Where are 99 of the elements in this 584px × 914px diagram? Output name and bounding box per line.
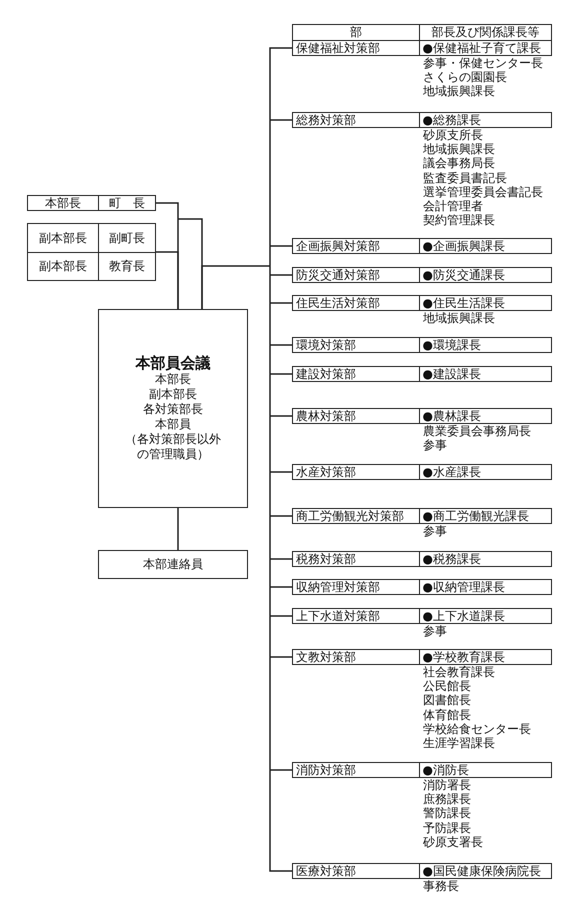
post-title: 教育長 [108, 260, 145, 273]
column-heading: 部長及び関係課長等 [431, 26, 540, 39]
department-name: 水産対策部 [296, 466, 356, 478]
staff-title: 地域振興課長 [423, 142, 495, 156]
meeting-title: 本部員会議 [136, 355, 210, 372]
department-row [292, 464, 552, 480]
department-row [292, 551, 552, 567]
member-title: 各対策部長 [143, 402, 203, 417]
department-name: 総務対策部 [296, 114, 356, 126]
department-name: 商工労働観光対策部 [296, 510, 404, 522]
liaison-title: 本部連絡員 [143, 557, 203, 572]
department-row [292, 112, 552, 128]
member-title: （各対策部長以外の管理職員） [124, 432, 222, 462]
staff-title: 砂原支所長 [423, 128, 483, 142]
chief-title: ●水産課長 [422, 466, 481, 478]
department-name: 上下水道対策部 [296, 610, 380, 622]
staff-title: 公民館長 [423, 679, 471, 694]
chief-title: ●農林課長 [422, 410, 481, 422]
department-row [292, 508, 552, 524]
department-name: 消防対策部 [296, 764, 356, 776]
chief-title: ●保健福祉子育て課長 [422, 42, 541, 54]
role-title: 副本部長 [38, 232, 87, 244]
chief-title: ●国民健康保険病院長 [422, 864, 541, 878]
department-name: 収納管理対策部 [296, 580, 380, 594]
department-name: 建設対策部 [296, 368, 356, 380]
department-name: 保健福祉対策部 [296, 42, 380, 54]
chief-title: ●防災交通課長 [422, 268, 505, 282]
department-name: 防災交通対策部 [296, 268, 380, 282]
role-title: 副本部長 [38, 260, 87, 273]
member-title: 本部長 [155, 372, 191, 387]
staff-title: 地域振興課長 [423, 84, 495, 98]
chief-title: ●環境課長 [422, 338, 481, 352]
chief-title: ●税務課長 [422, 552, 481, 566]
department-name: 住民生活対策部 [296, 296, 380, 310]
department-row [292, 863, 552, 879]
department-row [292, 295, 552, 311]
department-row [292, 408, 552, 424]
department-row [292, 40, 552, 56]
staff-title: 事務長 [423, 879, 459, 893]
chief-title: ●収納管理課長 [422, 580, 505, 594]
department-row [292, 267, 552, 283]
chief-title: ●総務課長 [422, 114, 481, 126]
branching-connector [201, 47, 293, 872]
staff-title: 砂原支署長 [423, 834, 483, 849]
staff-title: 参事 [423, 624, 447, 638]
staff-title: 学校給食センター長 [423, 722, 531, 736]
chief-title: ●住民生活課長 [422, 296, 505, 310]
staff-title: 参事 [423, 524, 447, 538]
department-name: 医療対策部 [296, 864, 356, 878]
department-name: 環境対策部 [296, 338, 356, 352]
staff-title: 会計管理者 [423, 199, 483, 213]
department-name: 企画振興対策部 [296, 240, 380, 252]
chief-title: ●学校教育課長 [422, 650, 505, 664]
post-title: 町 長 [108, 196, 145, 210]
column-heading: 部 [350, 26, 362, 39]
chief-title: ●企画振興課長 [422, 240, 505, 252]
department-name: 農林対策部 [296, 410, 356, 422]
staff-title: 議会事務局長 [423, 156, 495, 170]
staff-title: 予防課長 [423, 820, 471, 835]
department-row [292, 579, 552, 595]
meeting-box [98, 309, 248, 508]
staff-title: 消防署長 [423, 778, 471, 792]
department-row [292, 366, 552, 382]
staff-title: 警防課長 [423, 806, 471, 820]
staff-title: 地域振興課長 [423, 311, 495, 325]
staff-title: 監査委員書記長 [423, 170, 507, 185]
chief-title: ●上下水道課長 [422, 610, 505, 622]
table-header-row [292, 24, 552, 40]
member-title: 副本部長 [149, 387, 197, 402]
staff-title: 契約管理課長 [423, 213, 495, 228]
connector-line [156, 251, 179, 309]
staff-title: 社会教育課長 [423, 665, 495, 679]
department-row [292, 762, 552, 778]
department-row [292, 238, 552, 254]
staff-title: 体育館長 [423, 708, 471, 722]
department-row [292, 337, 552, 353]
member-title: 本部員 [155, 417, 191, 432]
liaison-box [98, 550, 248, 579]
staff-title: 農業委員会事務局長 [423, 424, 531, 438]
staff-title: さくらの園園長 [423, 70, 507, 84]
department-name: 文教対策部 [296, 650, 356, 664]
role-table-row [27, 223, 156, 252]
staff-title: 庶務課長 [423, 792, 471, 806]
staff-title: 参事・保健センター長 [423, 56, 543, 70]
role-table-row [27, 195, 156, 211]
staff-title: 選挙管理委員会書記長 [423, 184, 543, 199]
staff-title: 生涯学習課長 [423, 736, 495, 750]
staff-title: 図書館長 [423, 693, 471, 708]
connector-line [177, 508, 179, 550]
chief-title: ●商工労働観光課長 [422, 510, 529, 522]
role-table-row [27, 252, 156, 281]
department-name: 税務対策部 [296, 552, 356, 566]
post-title: 副町長 [108, 232, 145, 244]
staff-title: 参事 [423, 438, 447, 452]
role-title: 本部長 [44, 196, 81, 210]
department-row [292, 649, 552, 665]
chief-title: ●建設課長 [422, 368, 481, 380]
department-row [292, 608, 552, 624]
chief-title: ●消防長 [422, 764, 469, 776]
